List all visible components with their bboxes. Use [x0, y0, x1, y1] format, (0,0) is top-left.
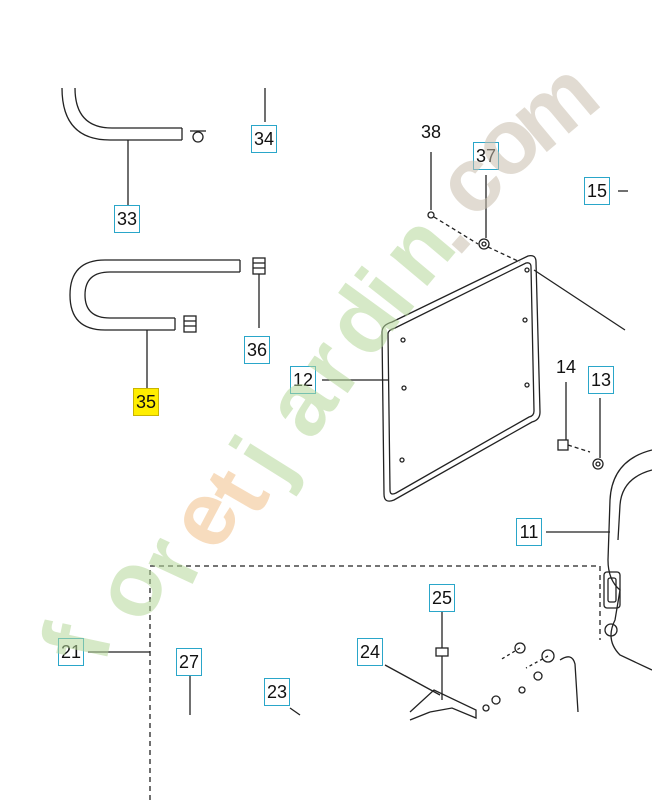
part-11-frame — [546, 449, 652, 671]
callout-34[interactable]: 34 — [251, 125, 277, 153]
callout-23[interactable]: 23 — [264, 678, 290, 706]
assembly-box-dashed — [149, 565, 601, 800]
part-33-bent-tube — [61, 87, 183, 205]
part-12-plate — [322, 254, 626, 502]
callout-36[interactable]: 36 — [244, 336, 270, 364]
part-24-bracket — [384, 642, 579, 721]
callout-24[interactable]: 24 — [357, 638, 383, 666]
part-35-u-tube — [69, 259, 241, 388]
part-33-clamp-icon — [190, 130, 206, 143]
part-25-bolt — [435, 612, 449, 700]
part-36-connector-icon — [183, 257, 266, 333]
part-13-washer — [592, 398, 604, 470]
part-23-leader-line — [289, 707, 301, 716]
callout-15[interactable]: 15 — [584, 177, 610, 205]
callout-14[interactable]: 14 — [555, 356, 577, 377]
callout-37[interactable]: 37 — [473, 142, 499, 170]
callout-11[interactable]: 11 — [516, 518, 542, 546]
callout-13[interactable]: 13 — [588, 366, 614, 394]
callout-25[interactable]: 25 — [429, 584, 455, 612]
part-37-washer — [478, 175, 521, 263]
callout-38[interactable]: 38 — [420, 121, 442, 142]
callout-12[interactable]: 12 — [290, 366, 316, 394]
callout-27[interactable]: 27 — [176, 648, 202, 676]
callout-33[interactable]: 33 — [114, 205, 140, 233]
callout-21[interactable]: 21 — [58, 638, 84, 666]
part-14-bolt — [557, 382, 591, 453]
part-38-screw — [427, 152, 479, 245]
callout-35-highlighted[interactable]: 35 — [133, 388, 159, 416]
